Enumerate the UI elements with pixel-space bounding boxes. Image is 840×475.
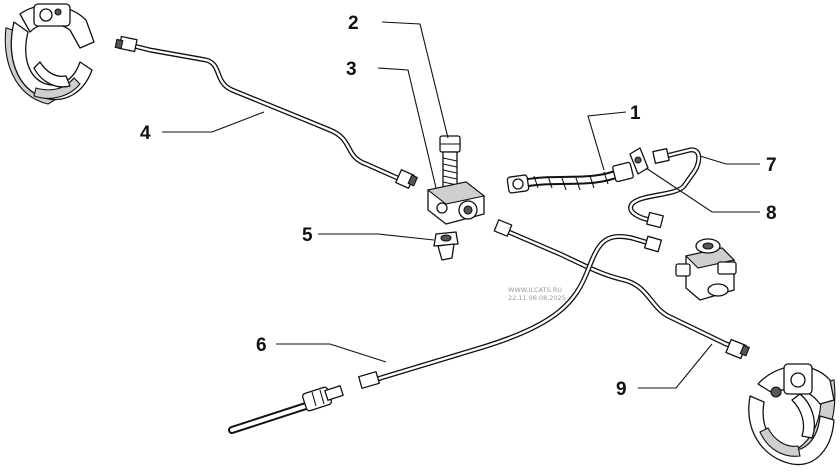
brake-pipe-6 — [358, 234, 663, 389]
callout-5: 5 — [302, 225, 313, 246]
leader-6 — [276, 343, 387, 363]
brake-pipe-4 — [114, 35, 419, 189]
brake-shoe-assembly-right — [748, 363, 836, 466]
leader-lines — [162, 21, 760, 389]
leader-7 — [699, 155, 760, 165]
bleed-cap-5 — [433, 231, 459, 261]
callout-8: 8 — [766, 203, 777, 224]
leader-4 — [162, 111, 265, 133]
leader-2 — [381, 21, 449, 139]
leader-9 — [638, 343, 713, 389]
callout-7: 7 — [766, 155, 777, 176]
retaining-clip-8 — [629, 147, 649, 175]
callout-2: 2 — [348, 13, 359, 34]
cable-end-fitting — [228, 385, 344, 434]
leader-3 — [377, 67, 437, 189]
brake-pipe-7 — [628, 147, 702, 229]
callout-1: 1 — [630, 103, 641, 124]
callout-labels: 1 2 3 4 5 6 7 8 9 — [140, 13, 777, 400]
callout-9: 9 — [616, 379, 627, 400]
watermark: WWW.ILCATS.RU 22.11 06.08.2025 — [508, 286, 566, 302]
callout-3: 3 — [346, 59, 357, 80]
brake-pipe-9 — [493, 219, 750, 360]
brake-pressure-valve — [675, 238, 737, 301]
watermark-site: WWW.ILCATS.RU — [508, 286, 562, 294]
callout-6: 6 — [256, 335, 267, 356]
leader-8 — [645, 167, 760, 213]
junction-bracket-3 — [426, 181, 486, 225]
leader-1 — [587, 111, 627, 171]
brake-shoe-assembly-left — [4, 3, 95, 105]
flexible-hose-1 — [506, 161, 634, 194]
watermark-date: 22.11 06.08.2025 — [508, 294, 566, 302]
leader-5 — [318, 233, 435, 241]
callout-4: 4 — [140, 123, 151, 144]
bolt-2 — [439, 135, 461, 193]
